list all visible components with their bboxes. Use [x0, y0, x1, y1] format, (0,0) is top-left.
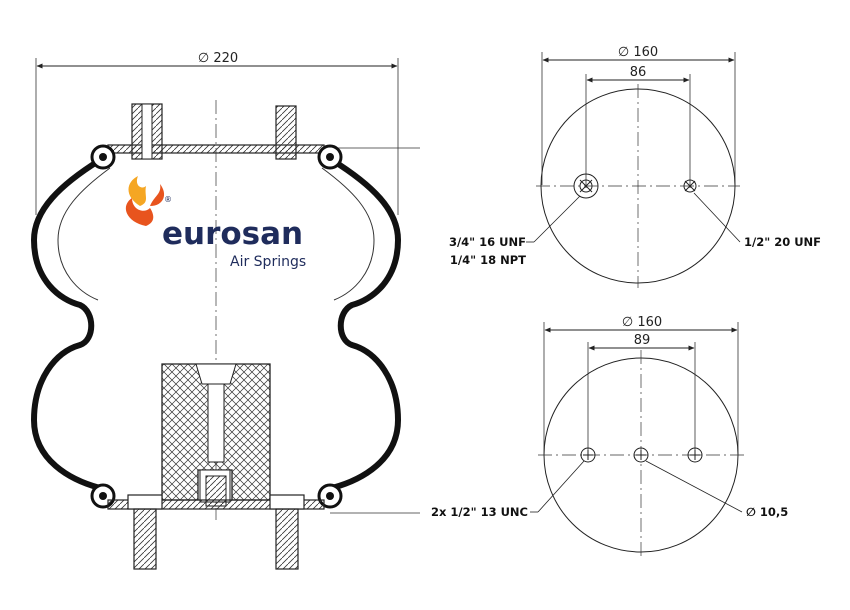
bolt-holes: [580, 447, 703, 463]
bellows: [30, 157, 402, 491]
registered-mark: ®: [164, 195, 172, 204]
brand-subtitle: Air Springs: [230, 254, 306, 270]
bottom-diameter-label: ∅ 160: [622, 315, 662, 330]
eurosan-logo: ® eurosan Air Springs: [125, 176, 306, 270]
top-plate: [107, 103, 325, 160]
left-thread-label-2: 1/4" 18 NPT: [450, 253, 526, 267]
width-dim-label: ∅ 220: [198, 51, 238, 66]
top-spacing-label: 86: [630, 65, 647, 80]
bottom-spacing-label: 89: [634, 333, 651, 348]
left-thread-label-1: 3/4" 16 UNF: [449, 235, 526, 249]
brand-name: eurosan: [162, 216, 303, 252]
hole-diameter-label: ∅ 10,5: [746, 505, 788, 519]
top-view: ∅ 160 86 3/4" 16 UNF 1/4" 18 NPT 1/2" 20…: [449, 45, 821, 288]
mounting-stud-hole: [683, 179, 697, 193]
side-view: ∅ 220: [30, 48, 420, 570]
width-dimension: ∅ 220: [35, 48, 399, 215]
bump-stop: [161, 363, 271, 507]
bottom-plate: [107, 494, 325, 570]
air-inlet-hole: [573, 173, 599, 199]
flame-icon: [125, 176, 165, 226]
bolt-label: 2x 1/2" 13 UNC: [431, 505, 528, 519]
top-diameter-label: ∅ 160: [618, 45, 658, 60]
bottom-view: ∅ 160 89 2x 1/2" 13 UNC ∅ 10,5: [431, 315, 788, 560]
right-thread-label: 1/2" 20 UNF: [744, 235, 821, 249]
